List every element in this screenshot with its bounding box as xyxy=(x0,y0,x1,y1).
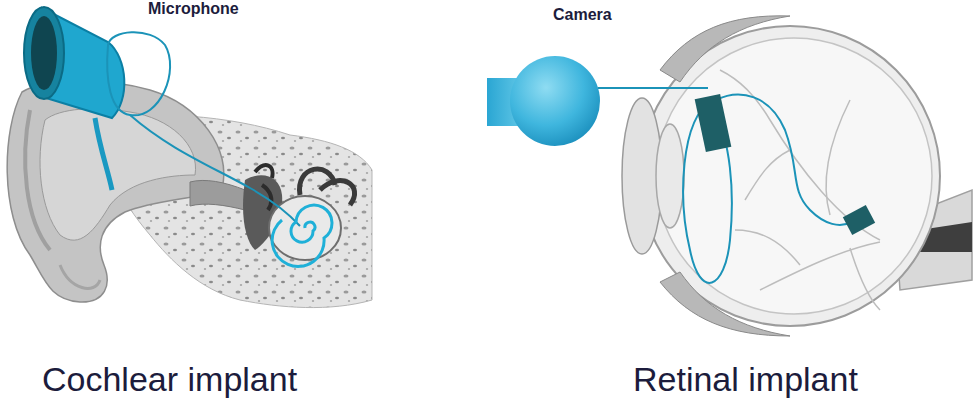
device-label: Microphone xyxy=(148,0,239,18)
device-label: Camera xyxy=(553,6,612,24)
lens xyxy=(656,124,684,228)
electrode-spiral xyxy=(272,205,332,266)
retinal-implant-array xyxy=(695,94,732,152)
ear-anatomy xyxy=(7,80,372,307)
retina xyxy=(656,38,932,314)
panel-caption: Cochlear implant xyxy=(42,360,297,399)
retinal-chip xyxy=(843,205,875,235)
lower-eyelid xyxy=(660,272,790,336)
microphone-device xyxy=(24,7,124,190)
ear-lobe-shadow xyxy=(60,265,100,288)
helix-fold xyxy=(25,110,50,250)
ossicles xyxy=(255,165,273,210)
panel-caption: Retinal implant xyxy=(633,360,858,399)
microphone-rim xyxy=(24,7,64,99)
blood-vessels xyxy=(720,70,880,310)
concha xyxy=(40,109,196,240)
retinal-wire xyxy=(598,88,852,283)
ear-canal xyxy=(190,180,245,210)
eye-anatomy xyxy=(622,16,972,336)
camera-device xyxy=(487,56,600,146)
microphone-face xyxy=(31,16,57,90)
cochlear-wire xyxy=(107,32,332,266)
earhook xyxy=(95,118,112,190)
camera-lens xyxy=(510,56,600,146)
